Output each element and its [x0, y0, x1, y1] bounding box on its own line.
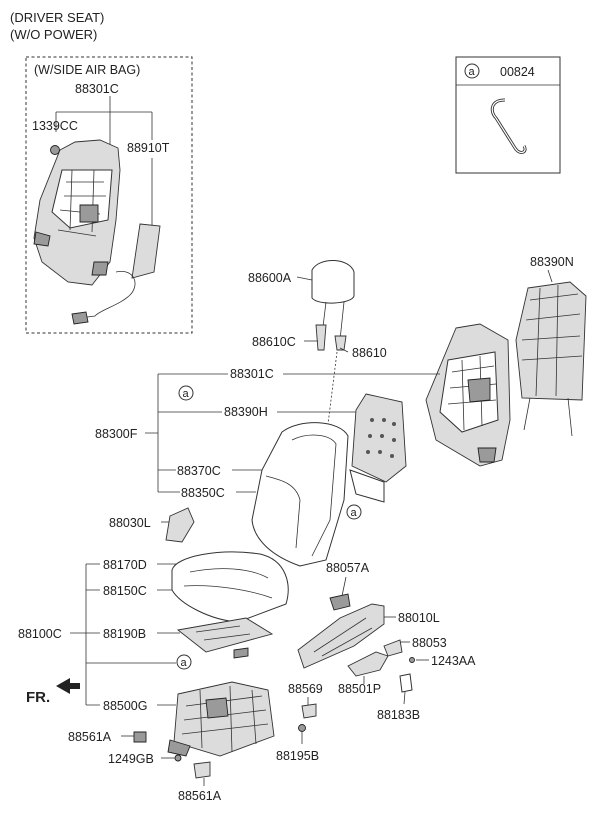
label-88150c: 88150C [103, 584, 147, 598]
back-assy-bracket [145, 373, 228, 493]
marker-a1-circle [178, 385, 194, 401]
legend-box: a 00824 [455, 56, 561, 174]
marker-a1: a [183, 388, 190, 400]
label-88190b: 88190B [103, 627, 146, 641]
inset-title: (W/SIDE AIR BAG) [34, 63, 140, 77]
knob-part [165, 507, 195, 543]
back-cover-part [251, 422, 349, 567]
label-88610: 88610 [352, 346, 387, 360]
legend-marker-circle [464, 63, 480, 79]
label-88390h: 88390H [224, 405, 268, 419]
label-88561a: 88561A [68, 730, 112, 744]
header-wo-power: (W/O POWER) [10, 27, 97, 42]
label-88170d: 88170D [103, 558, 147, 572]
label-88183b: 88183B [377, 708, 420, 722]
label-88053: 88053 [412, 636, 447, 650]
label-fr: FR. [26, 689, 50, 706]
header-driver-seat: (DRIVER SEAT) [10, 10, 104, 25]
side-cover-part [297, 603, 385, 669]
label-88569: 88569 [288, 682, 323, 696]
back-board-part [515, 281, 587, 437]
label-88390n: 88390N [530, 255, 574, 269]
marker-a2: a [351, 507, 358, 519]
bolt-1339cc-part [50, 145, 60, 155]
label-88500g: 88500G [103, 699, 147, 713]
marker-a3: a [181, 657, 188, 669]
label-88301c: 88301C [230, 367, 274, 381]
inset-airbag-module [71, 223, 161, 325]
label-88030l: 88030L [109, 516, 151, 530]
cushion-part [171, 551, 289, 623]
track-part [167, 681, 275, 757]
side-airbag-inset: (W/SIDE AIR BAG) 88301C 1339CC 88910T [25, 56, 193, 334]
inset-leaders [55, 96, 153, 225]
cushion-assy-bracket [70, 563, 176, 706]
legend-marker: a [469, 66, 476, 78]
screw-88195b-part [298, 724, 306, 732]
label-88350c: 88350C [181, 486, 225, 500]
clip-88053-part [383, 639, 403, 657]
label-88370c: 88370C [177, 464, 221, 478]
legend-border [455, 56, 561, 174]
label-88610c: 88610C [252, 335, 296, 349]
back-pad-part [349, 393, 407, 503]
headrest-part [311, 260, 355, 351]
label-88501p: 88501P [338, 682, 381, 696]
legend-part-no: 00824 [500, 65, 535, 79]
cover-88561a-part [133, 731, 147, 743]
screw-1243aa-part [409, 657, 415, 663]
label-88561a-2: 88561A [178, 789, 222, 803]
lever-88501p-part [347, 651, 389, 677]
label-88100c: 88100C [18, 627, 62, 641]
label-88300f: 88300F [95, 427, 138, 441]
cover-88561a-2-part [193, 761, 211, 779]
inset-border [25, 56, 193, 334]
inset-frame-part [33, 139, 121, 286]
marker-a2-circle [346, 504, 362, 520]
marker-a3-circle [176, 654, 192, 670]
label-88010l: 88010L [398, 611, 440, 625]
bolt-1249gb-part [174, 754, 182, 762]
label-1243aa: 1243AA [431, 654, 476, 668]
label-1249gb: 1249GB [108, 752, 154, 766]
front-arrow-icon [56, 678, 80, 694]
label-88600a: 88600A [248, 271, 292, 285]
back-frame-part [425, 323, 511, 467]
label-88057a: 88057A [326, 561, 370, 575]
label-88910t: 88910T [127, 141, 170, 155]
nut-88569-part [301, 703, 317, 719]
label-88195b: 88195B [276, 749, 319, 763]
label-1339cc: 1339CC [32, 119, 78, 133]
label-88301c-inset: 88301C [75, 82, 119, 96]
cap-88183b-part [399, 673, 413, 693]
bracket-88057a-part [329, 593, 351, 611]
cushion-mat-part [176, 617, 274, 659]
